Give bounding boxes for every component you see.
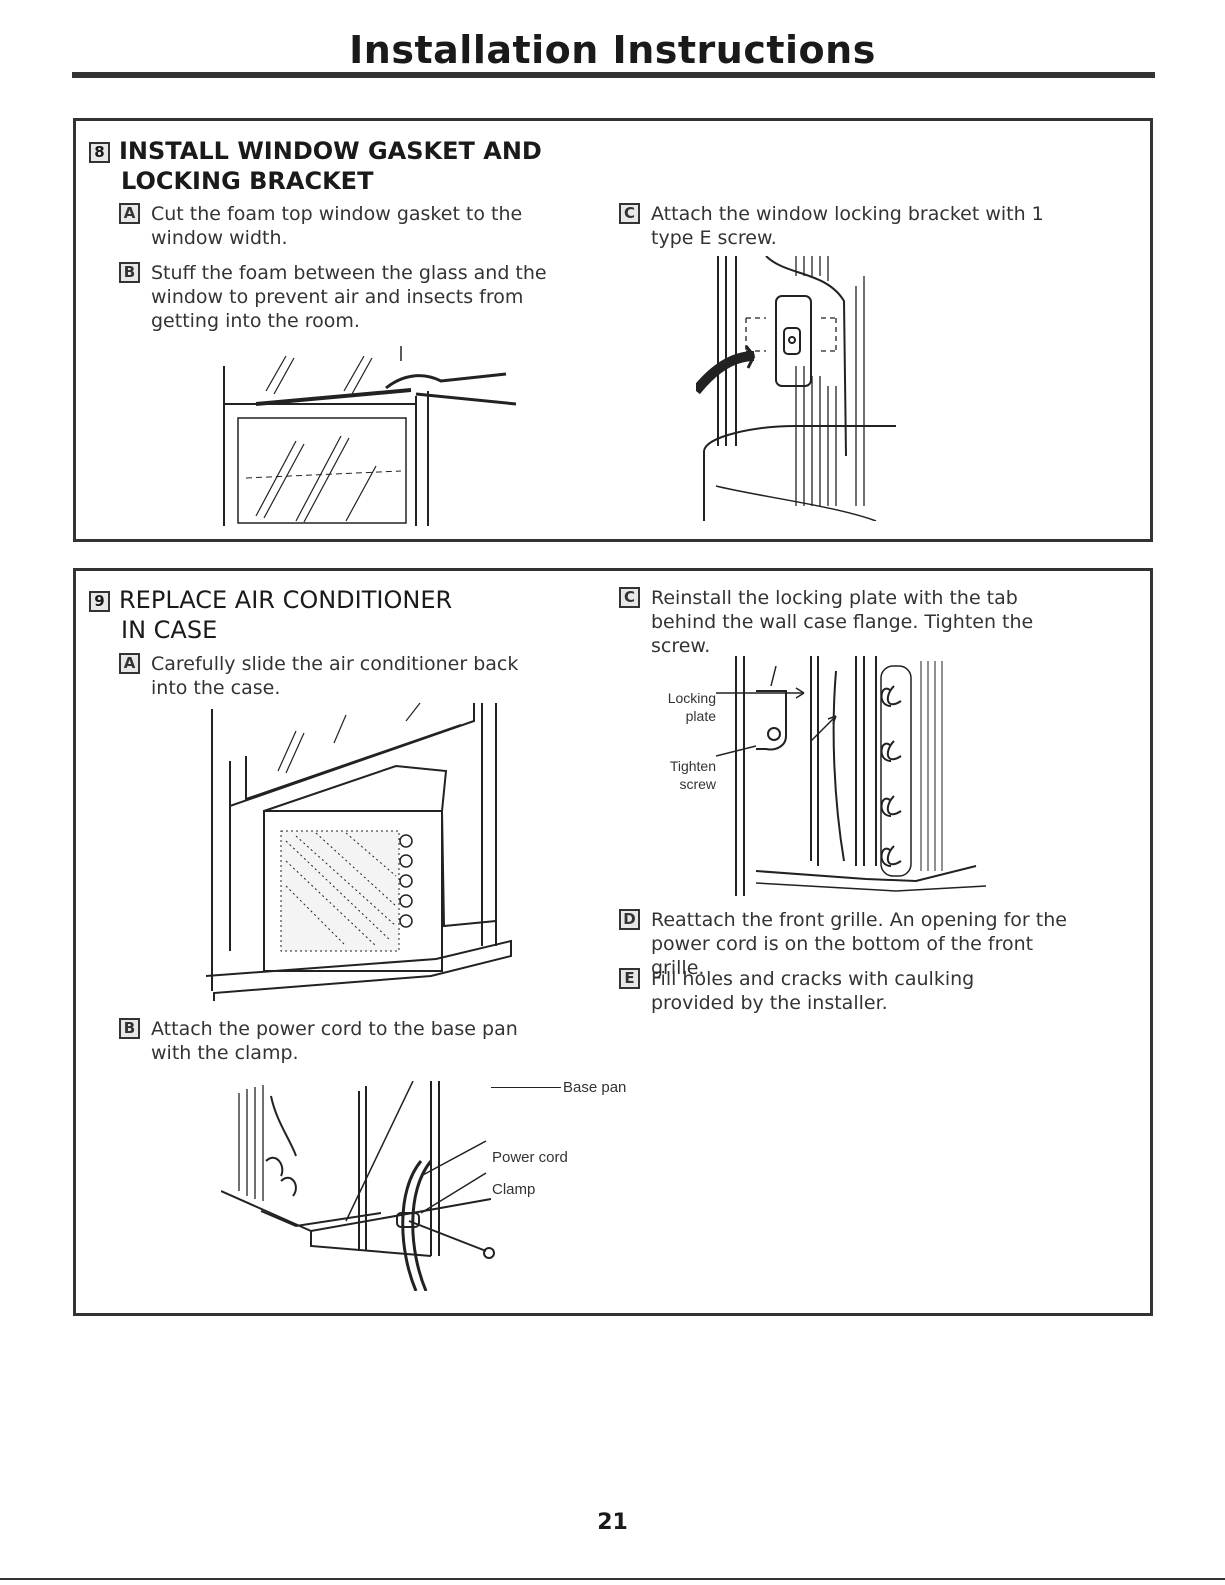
step-badge: C <box>619 587 640 608</box>
page-title: Installation Instructions <box>349 28 876 72</box>
step-text: Attach the power cord to the base pan wi… <box>151 1018 518 1064</box>
title-rule <box>72 72 1155 78</box>
section-8-title-line1: INSTALL WINDOW GASKET AND <box>119 137 542 165</box>
section-9-step-c: C Reinstall the locking plate with the t… <box>619 586 1059 658</box>
step-text: Fill holes and cracks with caulking prov… <box>651 968 975 1014</box>
section-9-panel: 9 REPLACE AIR CONDITIONER IN CASE A Caref… <box>73 568 1153 1316</box>
step-text: Attach the window locking bracket with 1… <box>651 203 1044 249</box>
section-9-step-d: D Reattach the front grille. An opening … <box>619 908 1089 980</box>
page-number: 21 <box>597 1510 628 1535</box>
step-badge: D <box>619 909 640 930</box>
step-text: Stuff the foam between the glass and the… <box>151 262 547 332</box>
step-badge: B <box>119 262 140 283</box>
section-8-step-c: C Attach the window locking bracket with… <box>619 202 1059 250</box>
base-pan-clamp-illustration <box>221 1081 501 1291</box>
base-pan-label: Base pan <box>491 1079 626 1096</box>
step-badge: A <box>119 203 140 224</box>
clamp-label: Clamp <box>492 1181 536 1198</box>
section-8-badge: 8 <box>89 142 110 163</box>
section-9-badge: 9 <box>89 591 110 612</box>
step-badge: E <box>619 968 640 989</box>
locking-plate-illustration <box>716 651 996 901</box>
section-9-title-line1: REPLACE AIR CONDITIONER <box>119 586 453 614</box>
step-badge: A <box>119 653 140 674</box>
section-8-step-b: B Stuff the foam between the glass and t… <box>119 261 589 333</box>
step-text: Carefully slide the air conditioner back… <box>151 653 519 699</box>
section-9-title-line2: IN CASE <box>121 616 218 644</box>
window-gasket-illustration <box>216 336 536 526</box>
section-8-title-line2: LOCKING BRACKET <box>121 167 374 195</box>
bottom-rule <box>0 1578 1225 1580</box>
step-text: Reinstall the locking plate with the tab… <box>651 587 1034 657</box>
step-text: Reattach the front grille. An opening fo… <box>651 909 1067 979</box>
power-cord-label: Power cord <box>492 1149 568 1166</box>
step-badge: B <box>119 1018 140 1039</box>
section-9-step-e: E Fill holes and cracks with caulking pr… <box>619 967 1059 1015</box>
section-9-step-b: B Attach the power cord to the base pan … <box>119 1017 539 1065</box>
step-text: Cut the foam top window gasket to the wi… <box>151 203 523 249</box>
locking-bracket-illustration <box>696 256 896 521</box>
section-9-heading: 9 REPLACE AIR CONDITIONER <box>89 585 452 615</box>
section-9-step-a: A Carefully slide the air conditioner ba… <box>119 652 539 700</box>
ac-in-case-illustration <box>206 701 526 1001</box>
step-badge: C <box>619 203 640 224</box>
section-8-heading: 8 INSTALL WINDOW GASKET AND <box>89 136 542 166</box>
section-8-panel: 8 INSTALL WINDOW GASKET AND LOCKING BRACK… <box>73 118 1153 542</box>
section-8-step-a: A Cut the foam top window gasket to the … <box>119 202 589 250</box>
